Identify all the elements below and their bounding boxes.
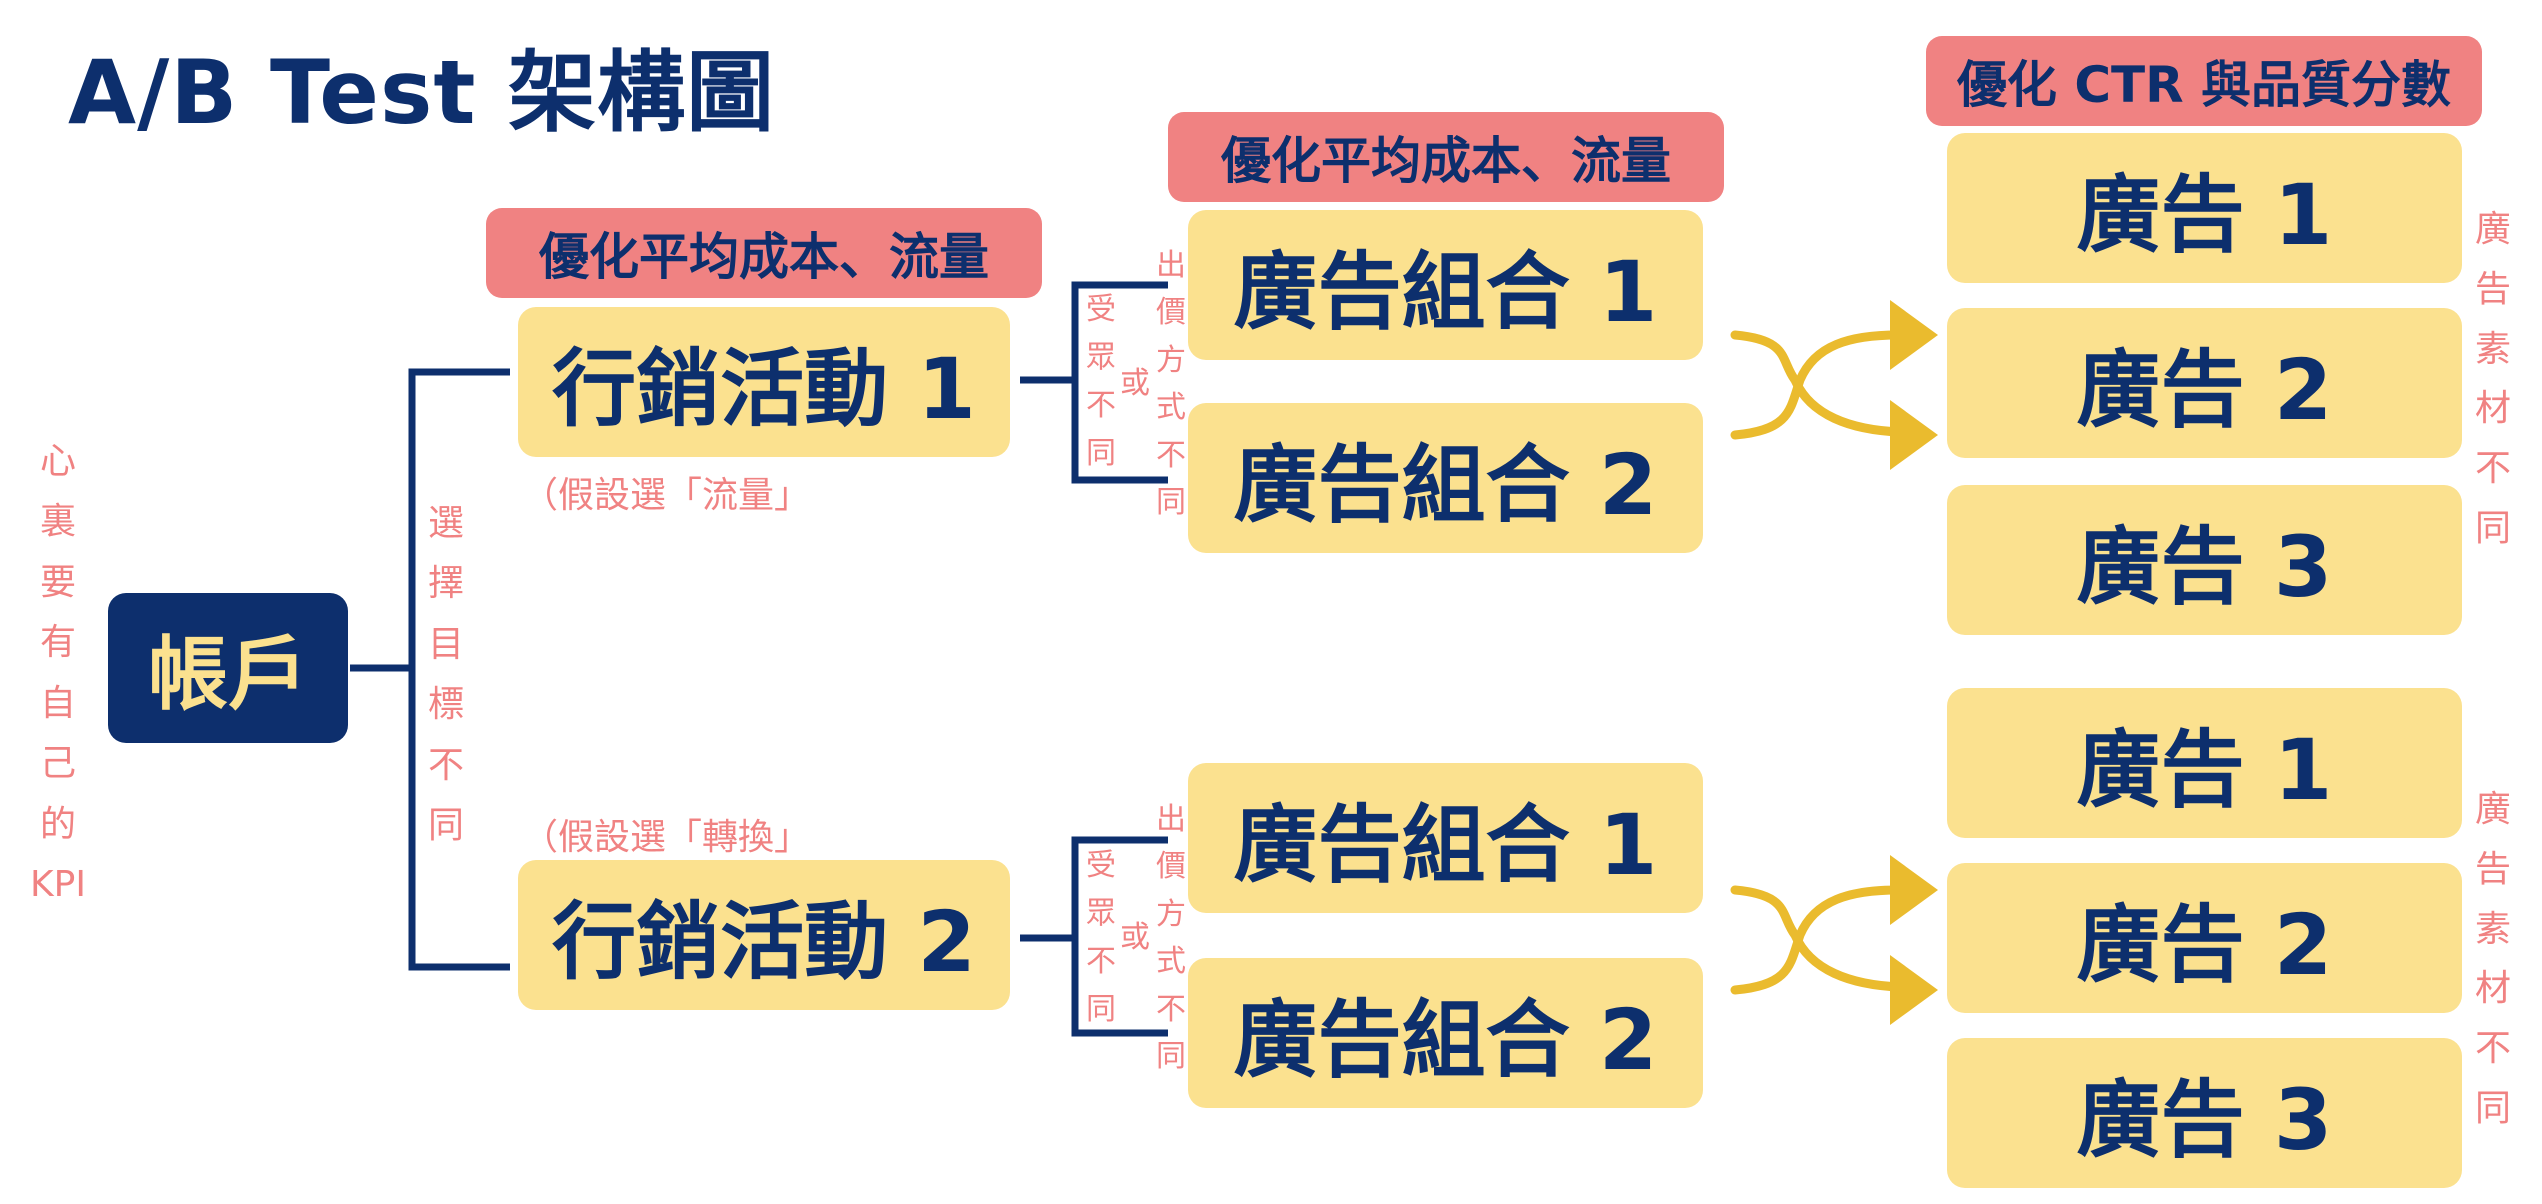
bid-note: 出價方式不同 — [1156, 802, 1186, 1074]
account-box: 帳戶 — [108, 593, 348, 743]
crossing-arrows-bottom — [1730, 885, 1905, 995]
adset-1-box: 廣告組合 1 — [1188, 210, 1703, 360]
adset-bracket-2 — [1071, 836, 1168, 1037]
campaign-2-assumption: （假設選「轉換」 — [522, 817, 811, 858]
campaign-1-box: 行銷活動 1 — [518, 307, 1010, 457]
arrow-head — [1890, 855, 1938, 925]
creative-note: 廣告素材不同 — [2475, 789, 2512, 1129]
ad-1-box: 廣告 1 — [1947, 688, 2462, 838]
ad-2-box: 廣告 2 — [1947, 308, 2462, 458]
creative-note: 廣告素材不同 — [2475, 209, 2512, 549]
campaign-bracket — [408, 368, 510, 971]
ad-3-box: 廣告 3 — [1947, 1038, 2462, 1188]
adset-2-box: 廣告組合 2 — [1188, 958, 1703, 1108]
optimize-ctr-label: 優化 CTR 與品質分數 — [1926, 36, 2482, 126]
page-title: A/B Test 架構圖 — [68, 41, 776, 144]
choose-goal-note: 選擇目標不同 — [428, 503, 465, 847]
arrow-head — [1890, 955, 1938, 1025]
adset-2-box: 廣告組合 2 — [1188, 403, 1703, 553]
bid-note: 出價方式不同 — [1156, 248, 1186, 520]
adset-bracket-1 — [1071, 281, 1168, 484]
ad-2-box: 廣告 2 — [1947, 863, 2462, 1013]
ad-1-box: 廣告 1 — [1947, 133, 2462, 283]
arrow-head — [1890, 400, 1938, 470]
campaign-1-assumption: （假設選「流量」 — [522, 475, 811, 516]
campaign-2-box: 行銷活動 2 — [518, 860, 1010, 1010]
ad-3-box: 廣告 3 — [1947, 485, 2462, 635]
adset-1-box: 廣告組合 1 — [1188, 763, 1703, 913]
or-note: 或 — [1120, 366, 1150, 401]
or-note: 或 — [1120, 920, 1150, 955]
optimize-cost-label: 優化平均成本、流量 — [1168, 112, 1724, 202]
crossing-arrows-top — [1730, 330, 1905, 440]
arrow-head — [1890, 300, 1938, 370]
audience-note: 受眾不同 — [1086, 848, 1116, 1027]
optimize-cost-label: 優化平均成本、流量 — [486, 208, 1042, 298]
audience-note: 受眾不同 — [1086, 292, 1116, 471]
